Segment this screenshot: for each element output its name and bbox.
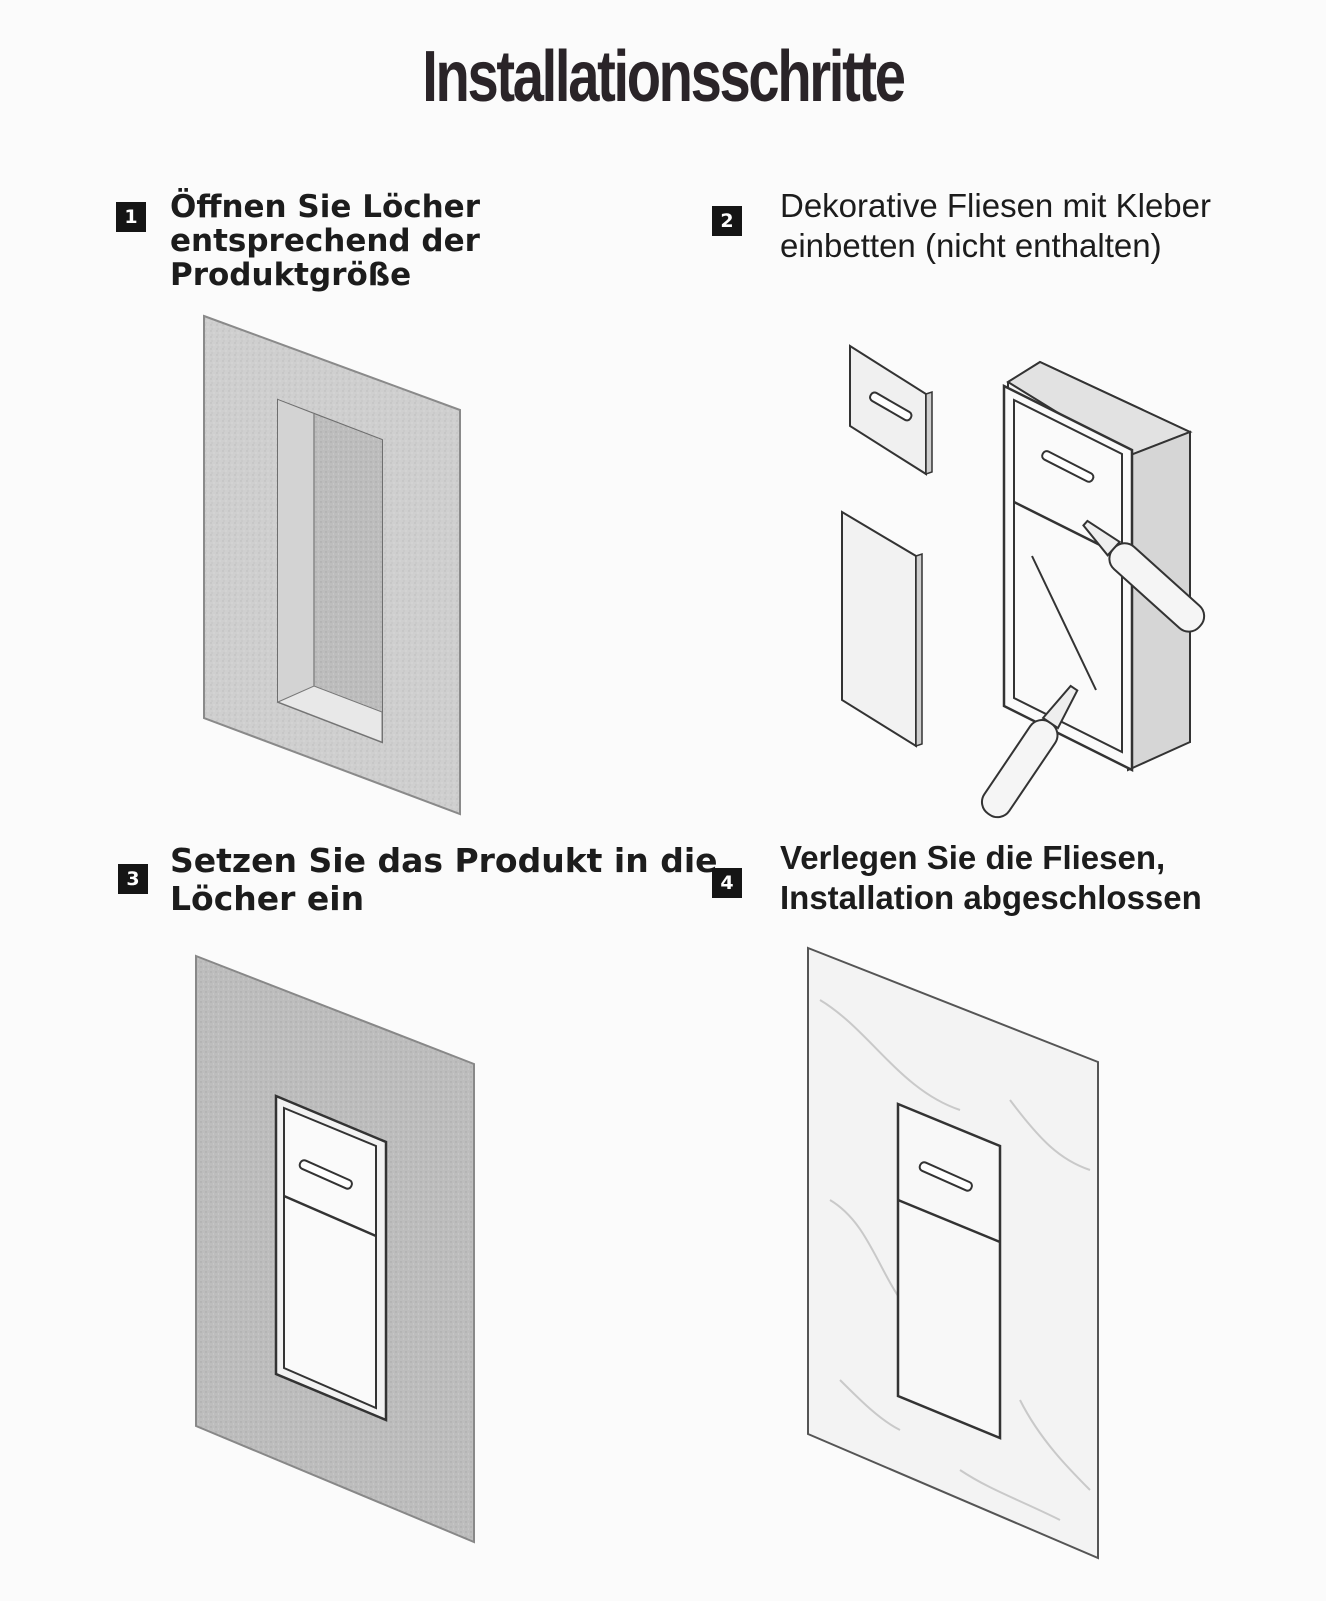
step-2-label: Dekorative Fliesen mit Kleber einbetten … [780, 187, 1211, 264]
page-title: Installationsschritte [422, 37, 906, 117]
step-3-product-in-wall [195, 954, 475, 1544]
step-1-wall-with-hole [203, 314, 461, 816]
step-2-tiles-and-box [841, 344, 1206, 819]
step-1-badge: 1 [116, 202, 146, 232]
step-2-badge: 2 [712, 206, 742, 236]
step-3-label: Setzen Sie das Produkt in die Löcher ein [170, 841, 718, 918]
step-4-finished-installation [807, 946, 1099, 1560]
step-1-label: Öffnen Sie Löcher entsprechend der Produ… [170, 189, 480, 293]
step-3-badge: 3 [118, 864, 148, 894]
step-4-badge: 4 [712, 868, 742, 898]
step-4-label: Verlegen Sie die Fliesen, Installation a… [780, 839, 1202, 916]
